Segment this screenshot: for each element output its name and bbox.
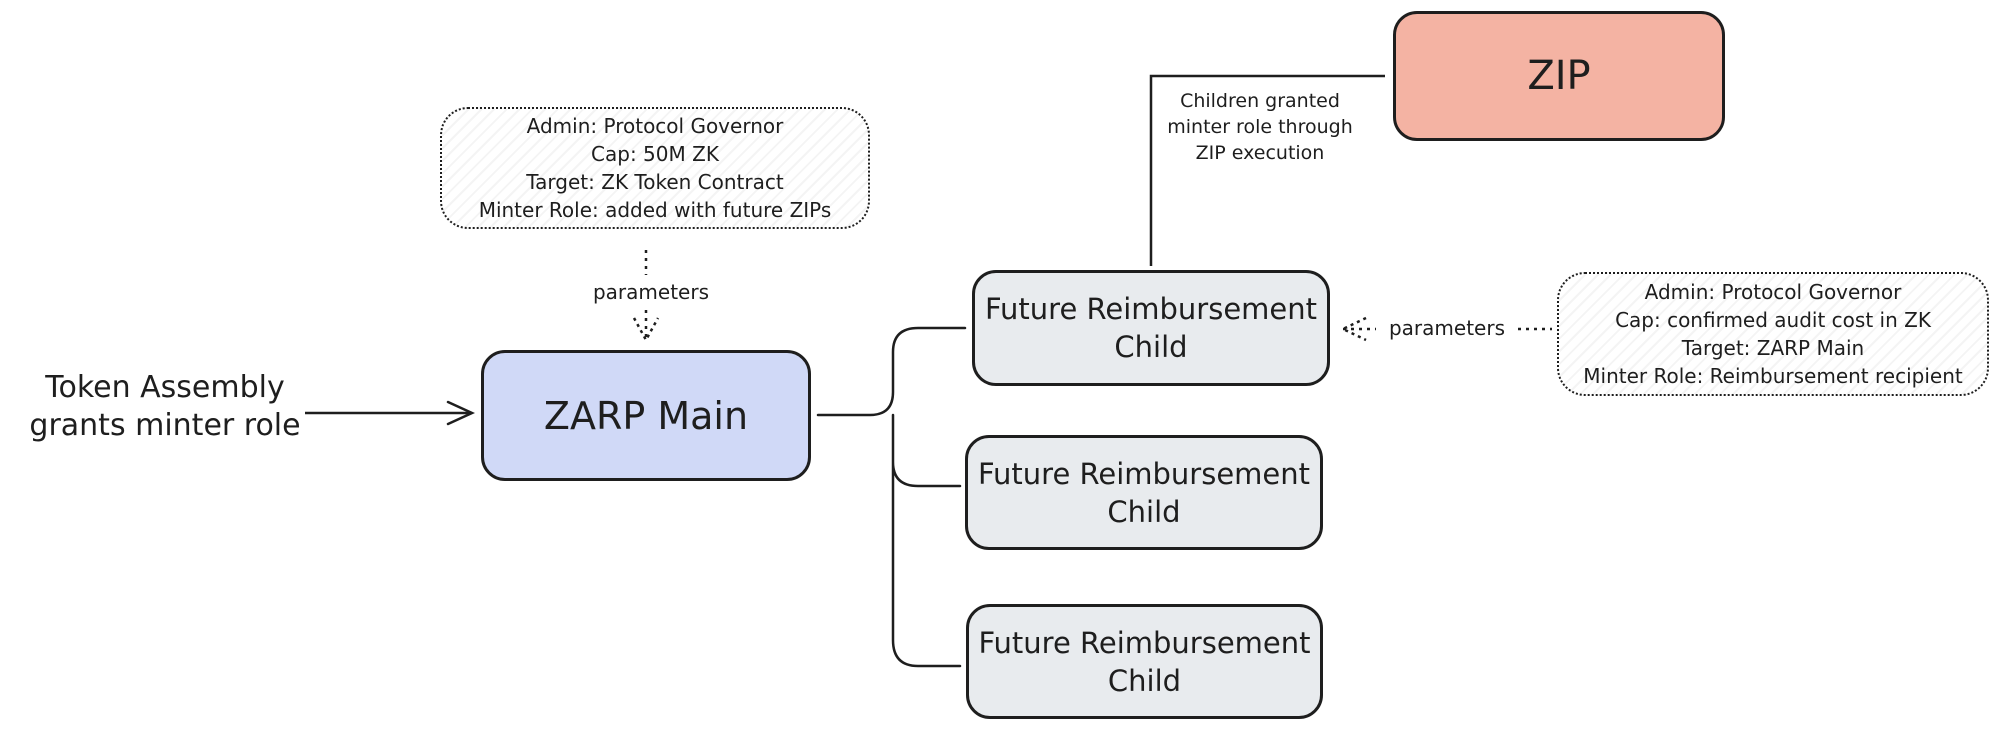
zip-edge-line-3: ZIP execution bbox=[1195, 142, 1325, 164]
main-param-minter-role: Minter Role: added with future ZIPs bbox=[478, 198, 832, 222]
child-param-admin: Admin: Protocol Governor bbox=[1644, 280, 1902, 304]
reimbursement-child-node[interactable]: Future Reimbursement Child bbox=[972, 270, 1330, 386]
reimbursement-child-node[interactable]: Future Reimbursement Child bbox=[966, 604, 1323, 719]
grant-arrowhead bbox=[446, 400, 476, 426]
child-params-edge-label: parameters bbox=[1377, 316, 1517, 340]
child-label-line-1: Future Reimbursement bbox=[984, 292, 1318, 326]
zip-node[interactable]: ZIP bbox=[1393, 11, 1725, 141]
token-assembly-label: Token Assembly grants minter role bbox=[0, 369, 330, 445]
child-params-note: Admin: Protocol Governor Cap: confirmed … bbox=[1557, 272, 1989, 396]
zip-edge-line-2: minter role through bbox=[1167, 116, 1353, 138]
zip-connector bbox=[1149, 74, 1385, 266]
main-params-note: Admin: Protocol Governor Cap: 50M ZK Tar… bbox=[440, 107, 870, 229]
zarp-main-node[interactable]: ZARP Main bbox=[481, 350, 811, 481]
zarp-main-label: ZARP Main bbox=[543, 393, 749, 438]
child-label-line-1: Future Reimbursement bbox=[977, 456, 1311, 491]
child-label-line-1: Future Reimbursement bbox=[978, 625, 1311, 660]
main-param-target: Target: ZK Token Contract bbox=[526, 170, 784, 194]
child-param-cap: Cap: confirmed audit cost in ZK bbox=[1615, 308, 1931, 332]
main-param-cap: Cap: 50M ZK bbox=[591, 142, 719, 166]
main-param-admin: Admin: Protocol Governor bbox=[526, 114, 784, 138]
token-assembly-line-1: Token Assembly bbox=[45, 370, 285, 405]
child-label-line-2: Child bbox=[1107, 494, 1181, 529]
reimbursement-child-node[interactable]: Future Reimbursement Child bbox=[965, 435, 1323, 550]
child-param-minter-role: Minter Role: Reimbursement recipient bbox=[1583, 364, 1963, 388]
zip-edge-label: Children granted minter role through ZIP… bbox=[1140, 88, 1380, 166]
child-label-line-2: Child bbox=[1114, 330, 1188, 364]
child-param-target: Target: ZARP Main bbox=[1681, 336, 1865, 360]
zip-edge-line-1: Children granted bbox=[1180, 90, 1340, 112]
main-params-arrowhead bbox=[632, 317, 660, 343]
child-label-line-2: Child bbox=[1107, 663, 1182, 698]
zip-label: ZIP bbox=[1527, 53, 1591, 99]
child-params-arrowhead bbox=[1340, 316, 1367, 342]
token-assembly-line-2: grants minter role bbox=[29, 408, 301, 443]
tree-connector bbox=[816, 326, 967, 668]
main-params-edge-label: parameters bbox=[582, 280, 720, 304]
